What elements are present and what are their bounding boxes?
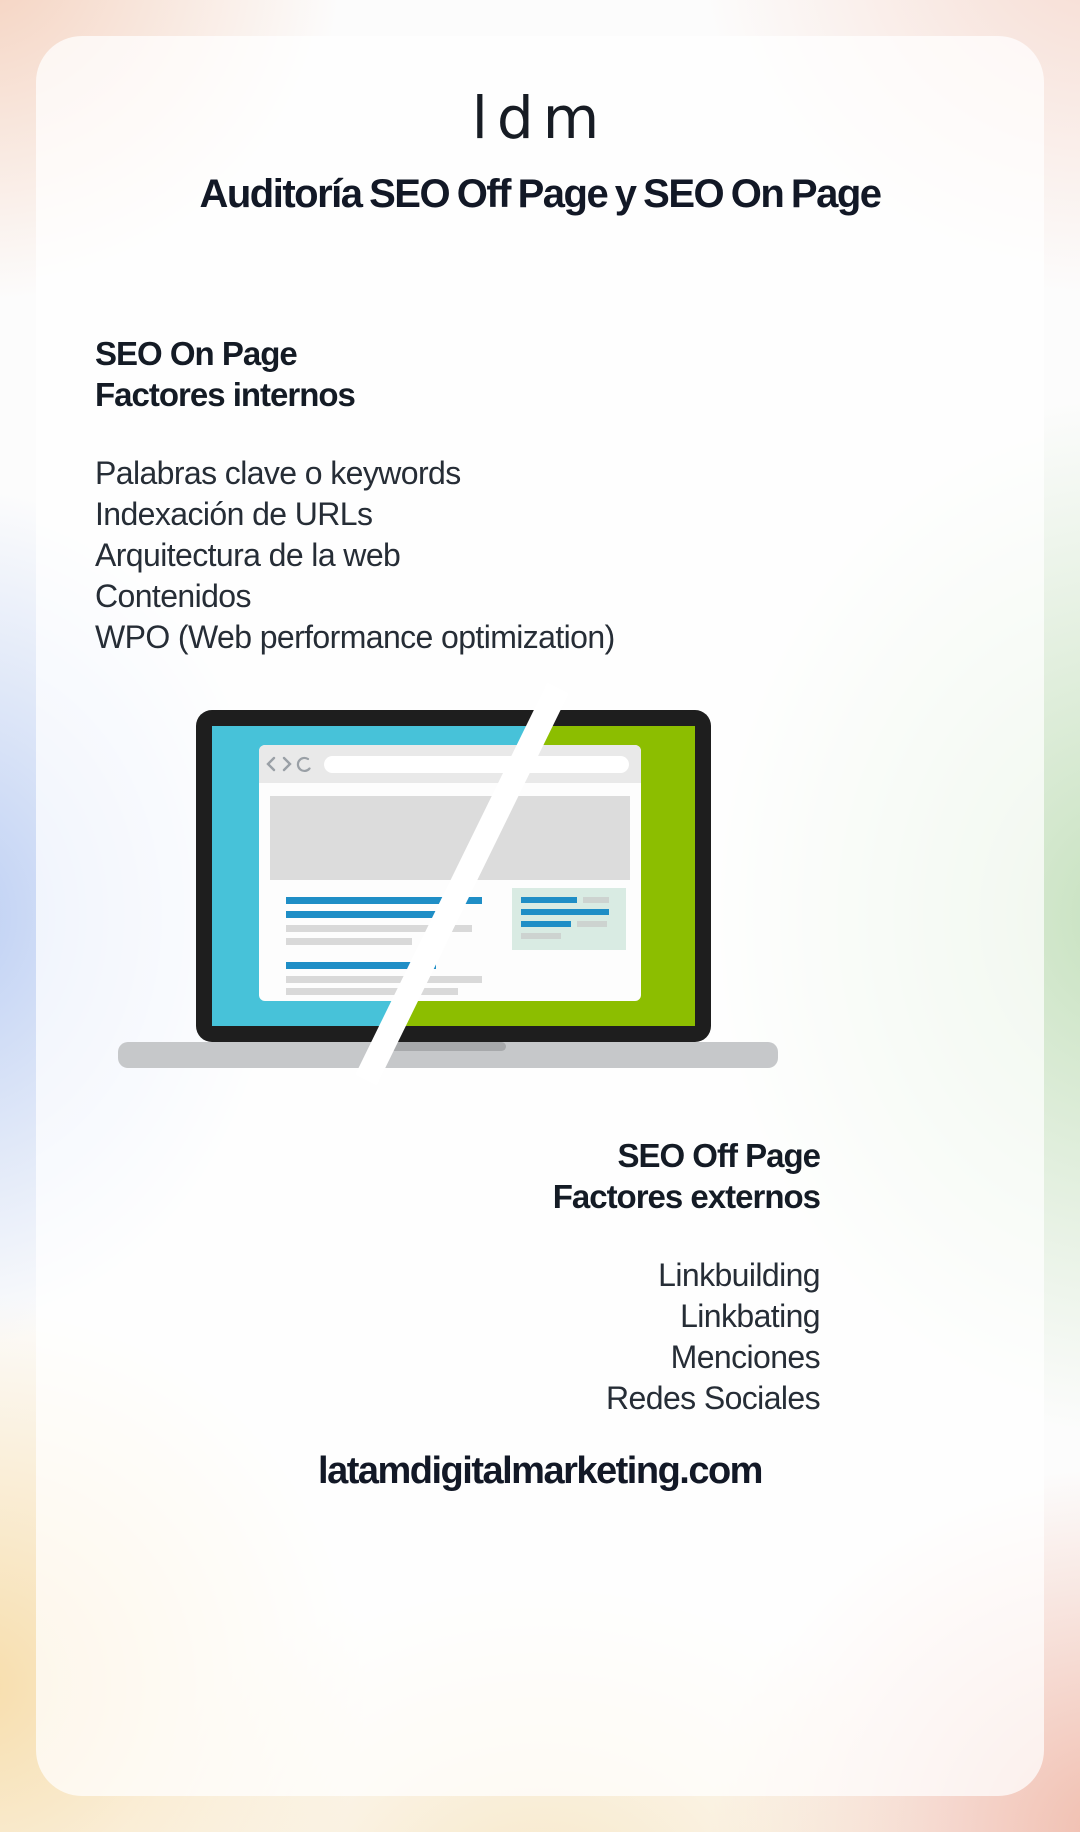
forward-icon <box>282 756 292 772</box>
list-item: Linkbuilding <box>658 1257 820 1293</box>
list-item: WPO (Web performance optimization) <box>95 619 615 655</box>
text-line-blue <box>286 911 454 918</box>
list-item: Contenidos <box>95 578 252 614</box>
text-line-gray <box>286 938 412 945</box>
content-card: ldm Auditoría SEO Off Page y SEO On Page… <box>36 36 1044 1796</box>
list-item: Indexación de URLs <box>95 496 373 532</box>
laptop-base <box>118 1042 778 1068</box>
reload-icon <box>296 756 311 773</box>
seo-off-page-section: SEO Off Page Factores externos Linkbuild… <box>552 1135 821 1419</box>
address-bar <box>324 756 629 773</box>
footer-domain: latamdigitalmarketing.com <box>318 1450 763 1492</box>
list-item: Arquitectura de la web <box>95 537 401 573</box>
text-line-gray <box>583 897 609 903</box>
hero-block <box>270 796 630 880</box>
slash-divider <box>355 682 569 1086</box>
text-line-gray <box>286 976 482 983</box>
laptop-base-notch <box>390 1042 506 1051</box>
seo-off-page-subheading: Factores externos <box>552 1178 821 1215</box>
page-title: Auditoría SEO Off Page y SEO On Page <box>199 172 882 216</box>
seo-on-page-subheading: Factores internos <box>95 376 356 413</box>
list-item: Menciones <box>670 1339 821 1375</box>
laptop-illustration <box>118 682 778 1086</box>
seo-on-page-section: SEO On Page Factores internos Palabras c… <box>95 333 615 658</box>
list-item: Palabras clave o keywords <box>95 455 461 491</box>
text-line-gray <box>521 933 561 939</box>
text-line-gray <box>286 988 458 995</box>
content-lines-left <box>286 897 482 995</box>
seo-on-page-list: Palabras clave o keywords Indexación de … <box>95 453 615 658</box>
seo-on-page-heading: SEO On Page <box>95 335 298 372</box>
sidebar-panel <box>512 888 626 950</box>
text-line-blue <box>521 909 609 915</box>
seo-off-page-heading: SEO Off Page <box>617 1137 821 1174</box>
text-line-blue <box>521 921 571 927</box>
back-icon <box>266 756 276 772</box>
text-line-blue <box>521 897 577 903</box>
list-item: Redes Sociales <box>606 1380 821 1416</box>
browser-window <box>259 745 641 1001</box>
list-item: Linkbating <box>680 1298 821 1334</box>
ldm-logo: ldm <box>471 84 609 152</box>
seo-off-page-list: Linkbuilding Linkbating Menciones Redes … <box>553 1255 821 1419</box>
text-line-gray <box>286 925 472 932</box>
text-line-gray <box>577 921 607 927</box>
laptop-base-plate <box>118 1042 778 1068</box>
text-line-blue <box>286 962 436 969</box>
text-line-blue <box>286 897 482 904</box>
